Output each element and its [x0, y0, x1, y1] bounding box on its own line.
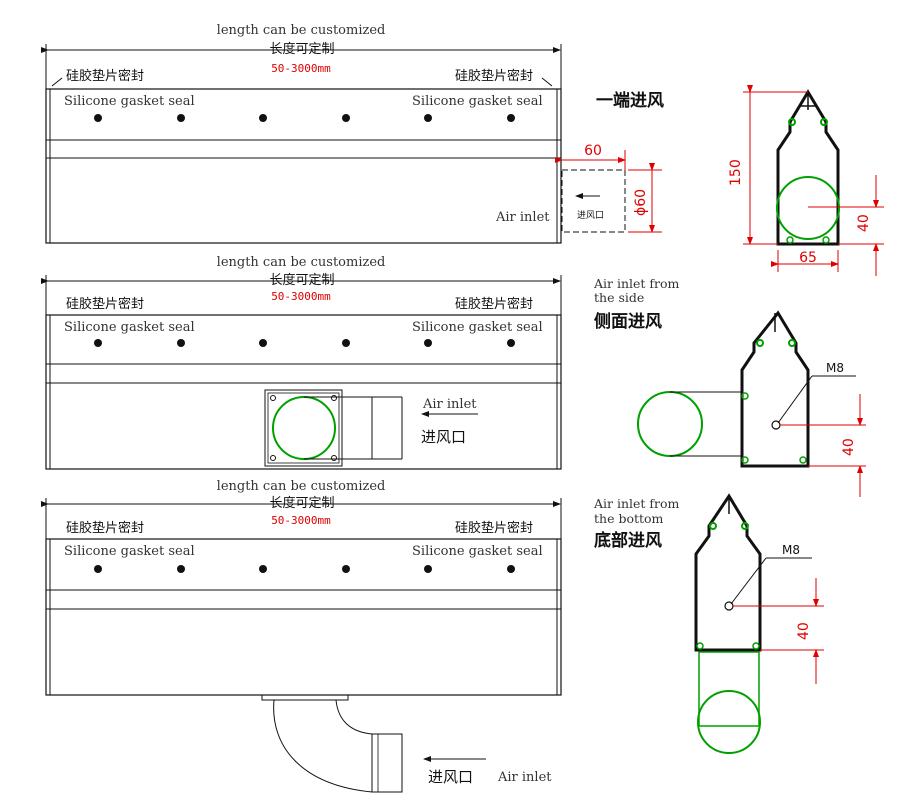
dim-40-3: 40 — [796, 622, 812, 640]
gasket-label-cn-right-2: 硅胶垫片密封 — [455, 296, 533, 312]
air-inlet-en-3: Air inlet — [497, 770, 552, 785]
gasket-label-cn-left-2: 硅胶垫片密封 — [66, 296, 144, 312]
gasket-label-cn-right: 硅胶垫片密封 — [455, 68, 533, 84]
length-label-cn-2: 长度可定制 — [269, 272, 334, 288]
m8-label-1: M8 — [826, 361, 844, 375]
panel-side-inlet: length can be customized 长度可定制 50-3000mm… — [41, 255, 680, 470]
length-label-cn-3: 长度可定制 — [269, 495, 334, 511]
gasket-label-en-right: Silicone gasket seal — [412, 94, 543, 109]
length-label-cn: 长度可定制 — [269, 41, 334, 57]
gasket-label-en-right-3: Silicone gasket seal — [412, 544, 543, 559]
dim-phi60: ϕ60 — [633, 189, 649, 216]
gasket-label-en-left: Silicone gasket seal — [64, 94, 195, 109]
air-inlet-cn-2: 进风口 — [421, 428, 466, 446]
title-bottom-inlet: 底部进风 — [594, 530, 662, 551]
end-inlet-stub — [561, 169, 626, 233]
mounting-holes — [94, 114, 515, 122]
air-inlet-en-2: Air inlet — [422, 397, 477, 412]
air-inlet-cn-small: 进风口 — [577, 210, 604, 221]
length-range-2: 50-3000mm — [271, 290, 331, 303]
length-label-en-2: length can be customized — [217, 255, 386, 270]
cross-section-end: 150 40 65 — [728, 85, 884, 276]
gasket-label-cn-left: 硅胶垫片密封 — [66, 68, 144, 84]
gasket-label-en-right-2: Silicone gasket seal — [412, 320, 543, 335]
bottom-inlet-en-2: the bottom — [594, 511, 664, 526]
dim-150: 150 — [728, 159, 744, 186]
dim-60: 60 — [584, 143, 602, 159]
m8-label-2: M8 — [782, 543, 800, 557]
length-label-en-3: length can be customized — [217, 479, 386, 494]
dim-40-2: 40 — [841, 438, 857, 456]
gasket-label-cn-right-3: 硅胶垫片密封 — [455, 520, 533, 536]
title-side-inlet: 侧面进风 — [594, 311, 662, 332]
side-inlet-en: Air inlet from — [593, 276, 680, 291]
gasket-label-en-left-3: Silicone gasket seal — [64, 544, 195, 559]
gasket-label-cn-left-3: 硅胶垫片密封 — [66, 520, 144, 536]
cross-section-side: M8 40 — [637, 310, 866, 497]
gasket-label-en-left-2: Silicone gasket seal — [64, 320, 195, 335]
cross-section-bottom: M8 40 — [694, 493, 824, 754]
panel-end-inlet: length can be customized 长度可定制 50-3000mm… — [41, 23, 664, 244]
air-inlet-cn-3: 进风口 — [428, 768, 473, 786]
air-inlet-en-1: Air inlet — [495, 210, 550, 225]
title-end-inlet: 一端进风 — [596, 90, 664, 111]
box-body — [45, 88, 562, 244]
mounting-holes-3 — [94, 565, 515, 573]
panel-bottom-inlet: length can be customized 长度可定制 50-3000mm… — [41, 479, 680, 793]
dim-40-1: 40 — [856, 214, 872, 232]
length-label-en: length can be customized — [217, 23, 386, 38]
mounting-holes-2 — [94, 339, 515, 347]
dim-65: 65 — [799, 250, 817, 266]
side-inlet-flange — [264, 389, 343, 467]
side-inlet-en-2: the side — [594, 290, 644, 305]
bottom-inlet-en: Air inlet from — [593, 496, 680, 511]
length-range: 50-3000mm — [271, 62, 331, 75]
length-range-3: 50-3000mm — [271, 514, 331, 527]
